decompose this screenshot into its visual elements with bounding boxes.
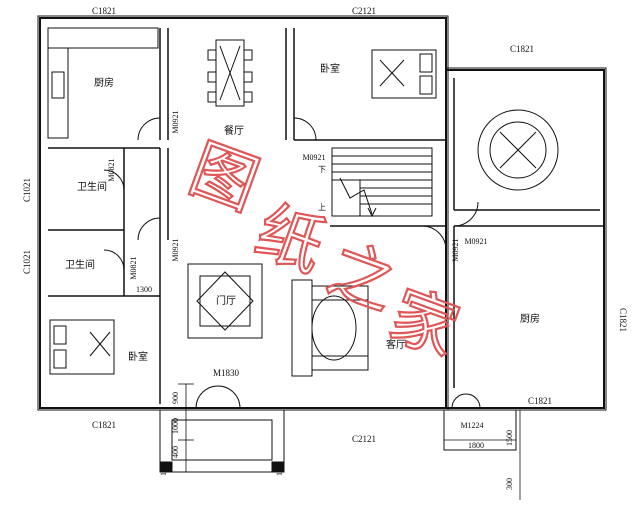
window-top-right: C1821 [510,44,534,54]
window-right: C1821 [618,308,628,332]
door-entrance: M1830 [213,368,240,378]
dim-1800: 1800 [468,441,484,450]
dim-100-left: 100 [159,464,168,476]
door-kitchen-right-side: M0921 [451,238,460,261]
window-top-middle: C2121 [352,6,376,16]
round-table [477,109,559,191]
bath-1-label: 卫生间 [77,180,107,193]
dim-100-right: 100 [275,464,284,476]
foyer-rug [187,263,263,339]
stair-up-mark: 上 [318,203,326,212]
door-bath-lower: M0821 [129,256,138,279]
door-stair: M0921 [302,153,325,162]
dim-300: 300 [505,478,514,490]
dim-1500: 1500 [505,430,514,446]
bedroom-top-label: 卧室 [320,62,340,75]
bed-top [371,49,437,99]
window-left-upper: C1021 [22,178,32,202]
door-side-entrance: M1224 [460,421,483,430]
window-bottom-middle: C2121 [352,434,376,444]
window-top-left: C1821 [92,6,116,16]
dim-400: 400 [171,446,180,458]
dim-900: 900 [171,392,180,404]
watermark-char-4: 家 [380,276,468,371]
stair-down-mark: 下 [318,165,326,174]
bath-2-label: 卫生间 [65,258,95,271]
dim-1000: 1000 [171,418,180,434]
entrance-steps [159,409,517,473]
door-kitchen: M0921 [171,110,180,133]
dining-label: 餐厅 [224,124,244,137]
exterior-walls [37,15,607,411]
staircase [331,147,433,218]
dimension-lines [130,295,521,500]
door-kitchen-right: M0921 [464,237,487,246]
door-bedroom-left: M0921 [171,238,180,261]
window-bottom-right: C1821 [528,396,552,406]
living-label: 客厅 [386,338,406,351]
kitchen-right-label: 厨房 [520,312,540,325]
kitchen-top-label: 厨房 [94,76,114,89]
sofa-set [291,279,369,377]
window-bottom-left: C1821 [92,420,116,430]
door-bath-upper: M0821 [107,158,116,181]
kitchen-counter [47,27,159,139]
bedroom-left-label: 卧室 [128,350,148,363]
dim-1300: 1300 [136,285,152,294]
door-swings [103,117,481,409]
window-left-lower: C1021 [22,250,32,274]
dining-table [207,39,253,107]
bed-left [49,319,115,375]
foyer-label: 门厅 [216,294,236,307]
interior-walls [48,28,604,408]
watermark-char-1: 图 [180,130,268,225]
